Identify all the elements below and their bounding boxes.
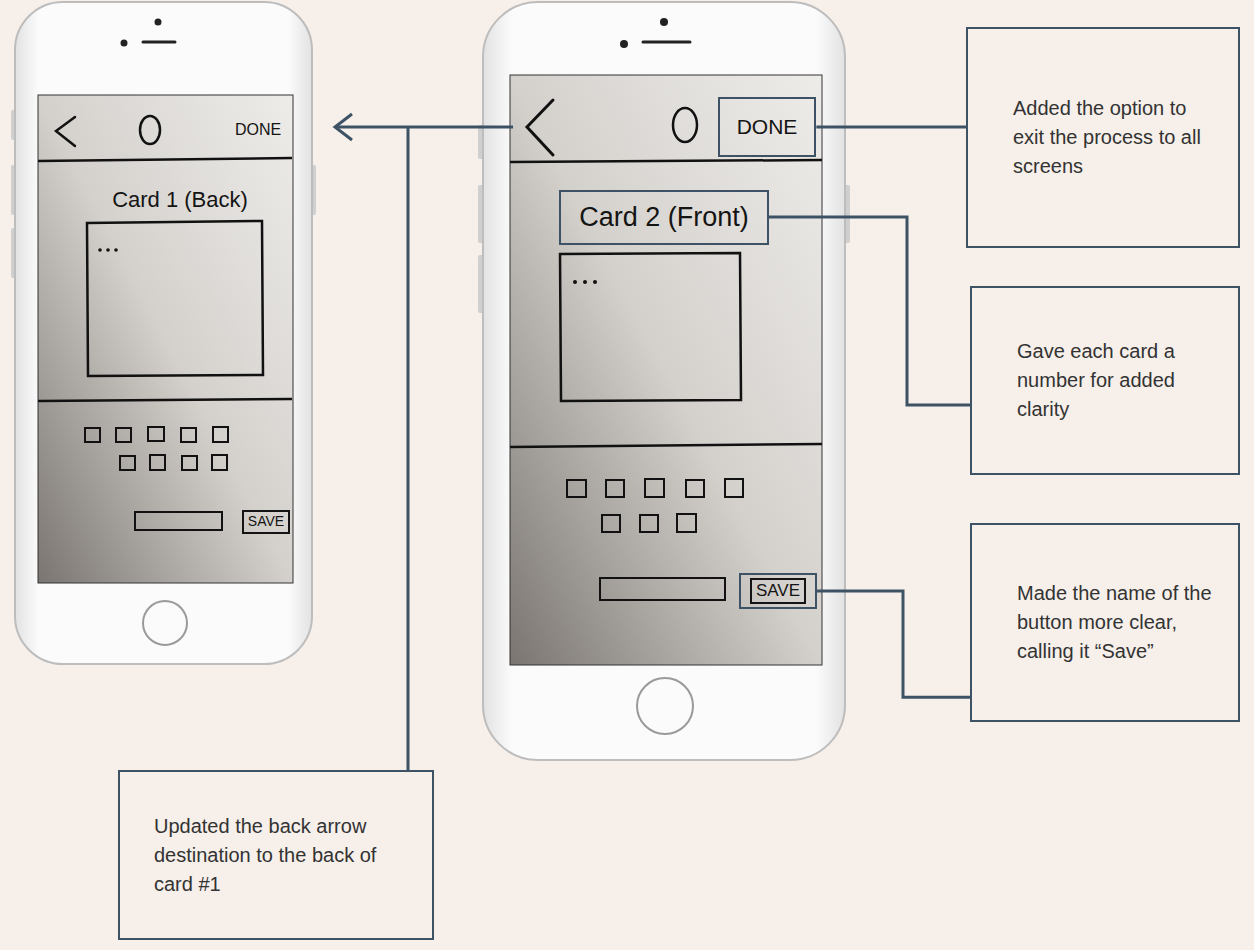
screen-sketch: [38, 95, 293, 583]
callout-box: Updated the back arrow destination to th…: [118, 770, 434, 940]
back-chevron: [56, 117, 75, 146]
key-squares: [85, 427, 228, 470]
sketch-circle: [673, 108, 697, 142]
sketch-circle: [140, 116, 160, 144]
sensor-dot: [121, 40, 128, 47]
sketch-line: [38, 399, 292, 401]
sensor-dot: [620, 40, 628, 48]
sketch-text: Card 2 (Front): [579, 202, 749, 233]
sketch-dot: [593, 280, 597, 284]
flow-arrow: [336, 126, 513, 129]
card-box: [87, 221, 263, 376]
speaker-slot: [643, 41, 690, 44]
sketch-square: [212, 455, 227, 470]
sketch-square: [181, 428, 196, 442]
sketch-square: [725, 479, 743, 497]
camera-dot: [660, 18, 668, 26]
highlight-box: SAVE: [739, 573, 817, 610]
callout-box: Made the name of the button more clear, …: [970, 523, 1240, 722]
sketch-line: [510, 160, 822, 162]
sketch-line: [38, 158, 292, 161]
sketch-text: SAVE: [242, 510, 290, 533]
camera-dot: [155, 19, 162, 26]
sketch-square: [116, 428, 131, 442]
sketch-square: [645, 479, 664, 497]
sketch-square: [677, 514, 696, 532]
key-squares: [567, 479, 743, 532]
sketch-square: [686, 480, 704, 497]
sketch-dot: [583, 280, 587, 284]
callout-box: Added the option to exit the process to …: [966, 27, 1240, 248]
sketch-square: [85, 428, 100, 442]
callout-text: Added the option to exit the process to …: [1013, 94, 1216, 181]
phone-right: [478, 2, 850, 760]
highlight-box: DONE: [718, 97, 817, 157]
callout-text: Updated the back arrow destination to th…: [154, 812, 410, 899]
sketch-label: SAVE: [242, 510, 290, 533]
card-box: [560, 253, 741, 401]
arrow-head: [335, 114, 352, 140]
highlight-box: Card 2 (Front): [559, 190, 769, 245]
sketch-square: [150, 455, 165, 470]
leader-line: [816, 126, 966, 129]
sketch-square: [567, 480, 586, 497]
home-button: [143, 601, 187, 645]
home-button: [637, 678, 693, 734]
sketch-square: [606, 480, 624, 497]
callout-text: Gave each card a number for added clarit…: [1017, 337, 1216, 424]
callout-box: Gave each card a number for added clarit…: [970, 286, 1240, 475]
sketch-square: [148, 427, 164, 441]
input-field: [135, 512, 222, 530]
sketch-text: Card 1 (Back): [112, 187, 248, 212]
screen-sketch: [510, 75, 822, 665]
sketch-dot: [98, 248, 102, 252]
leader-line: [769, 217, 970, 405]
sketch-text: DONE: [235, 121, 281, 138]
sketch-text: DONE: [737, 115, 798, 139]
back-chevron: [527, 100, 553, 155]
sketch-dot: [573, 280, 577, 284]
sketch-line: [510, 444, 822, 447]
input-field: [600, 578, 725, 600]
sketch-label: DONE: [235, 121, 281, 139]
phone-left: [11, 2, 316, 664]
sketch-square: [182, 456, 197, 470]
sketch-label: Card 1 (Back): [112, 187, 248, 213]
callout-text: Made the name of the button more clear, …: [1017, 579, 1216, 666]
phone-body: [15, 2, 312, 664]
sketch-text: SAVE: [750, 578, 806, 605]
sketch-square: [213, 427, 228, 442]
leader-line: [407, 127, 410, 770]
speaker-slot: [143, 41, 175, 44]
phone-body: [483, 2, 845, 760]
sketch-dot: [114, 248, 118, 252]
sketch-square: [120, 456, 135, 470]
leader-line: [817, 591, 970, 697]
sketch-dot: [106, 248, 110, 252]
sketch-square: [640, 515, 658, 532]
sketch-square: [602, 515, 620, 532]
